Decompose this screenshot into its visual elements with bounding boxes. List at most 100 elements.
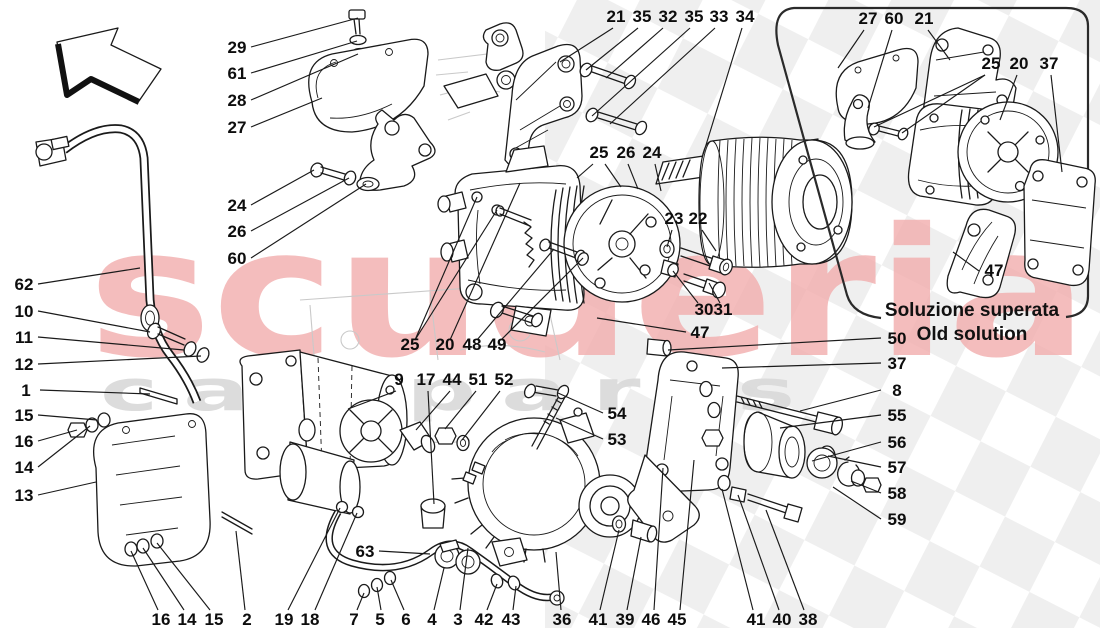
callout-15: 15: [205, 610, 224, 628]
callout-55: 55: [888, 406, 907, 425]
callout-11: 11: [15, 328, 33, 347]
inset-bracket-47: [946, 208, 1017, 299]
callout-61: 61: [228, 64, 247, 83]
leader-line: [1050, 74, 1063, 173]
leader-line: [427, 390, 435, 505]
leader-line: [250, 183, 367, 259]
leader-line: [701, 27, 743, 159]
leader-line: [250, 40, 358, 74]
battery-cable-drawing: [35, 124, 202, 404]
belt-and-pulley-drum: [655, 136, 853, 268]
callout-12: 12: [15, 355, 34, 374]
callout-62: 62: [15, 275, 34, 294]
compressor-pulley: [550, 185, 681, 304]
callout-44: 44: [443, 370, 462, 389]
leader-line: [250, 53, 359, 101]
leader-line: [37, 267, 141, 285]
leader-line: [486, 583, 498, 611]
leader-line: [37, 481, 97, 496]
leader-line: [512, 585, 517, 611]
leader-line: [605, 27, 664, 79]
callout-27: 27: [859, 9, 878, 28]
callout-37: 37: [888, 354, 907, 373]
callout-23: 23: [665, 209, 684, 228]
leader-line: [721, 488, 754, 611]
leader-line: [433, 567, 445, 611]
callout-39: 39: [616, 610, 635, 628]
alternator-drawing: [451, 383, 642, 567]
starter-cable-drawing: [325, 510, 565, 606]
leader-line: [142, 547, 185, 611]
callout-36: 36: [553, 610, 572, 628]
leader-line: [356, 592, 365, 611]
callout-5: 5: [375, 610, 384, 628]
terminal-hardware: [399, 421, 470, 529]
callout-40: 40: [773, 610, 792, 628]
callout-3: 3: [453, 610, 462, 628]
callout-22: 22: [689, 209, 708, 228]
leader-line: [627, 163, 639, 190]
leader-line: [604, 163, 622, 188]
callout-18: 18: [301, 610, 320, 628]
leader-line: [555, 417, 604, 440]
callout-59: 59: [888, 510, 907, 529]
leader-line: [37, 425, 91, 468]
callout-16: 16: [15, 432, 34, 451]
callout-21: 21: [607, 7, 626, 26]
callout-60: 60: [228, 249, 247, 268]
small-fasteners-left: [67, 322, 210, 438]
leader-line: [414, 196, 478, 341]
inset-caption-italian: Soluzione superata: [885, 300, 1060, 321]
direction-arrow-icon: [55, 27, 162, 105]
callout-33: 33: [710, 7, 729, 26]
callout-38: 38: [799, 610, 818, 628]
leader-line: [500, 257, 584, 341]
leader-line: [37, 310, 151, 333]
callout-45: 45: [668, 610, 687, 628]
callout-31: 31: [714, 300, 733, 319]
callout-47: 47: [985, 261, 1004, 280]
leader-line: [999, 74, 1018, 121]
bolt-48-49: [489, 252, 589, 328]
upper-shield-group: [308, 9, 436, 192]
leader-line: [130, 550, 159, 611]
callout-10: 10: [15, 302, 34, 321]
leader-line: [837, 29, 865, 69]
callout-25: 25: [401, 335, 420, 354]
inset-fork-60: [843, 94, 876, 150]
leader-line: [626, 536, 642, 611]
leader-line: [591, 27, 691, 117]
leader-line: [376, 586, 382, 611]
callout-1: 1: [21, 381, 30, 400]
callout-48: 48: [463, 335, 482, 354]
leader-line: [867, 29, 893, 109]
idler-roller: [743, 411, 806, 479]
leader-line: [799, 389, 882, 412]
callout-8: 8: [892, 381, 901, 400]
leader-line: [449, 182, 521, 341]
callout-57: 57: [888, 458, 907, 477]
leader-line: [737, 494, 780, 611]
callout-30: 30: [695, 300, 714, 319]
leader-line: [415, 390, 451, 431]
leader-line: [901, 74, 986, 134]
callout-49: 49: [488, 335, 507, 354]
leader-line: [596, 317, 687, 333]
callout-51: 51: [469, 370, 488, 389]
callout-43: 43: [502, 610, 521, 628]
leader-line: [37, 355, 202, 365]
callout-14: 14: [15, 458, 34, 477]
bolt-cluster-right-of-compressor: [659, 239, 733, 299]
leader-line: [599, 529, 620, 611]
leader-line: [559, 27, 614, 63]
callout-50: 50: [888, 329, 907, 348]
cable-clamps-63: [434, 539, 481, 575]
callout-25: 25: [590, 143, 609, 162]
leader-line: [476, 248, 555, 341]
leader-line: [555, 551, 562, 611]
leader-line: [667, 337, 882, 351]
leader-line: [557, 392, 604, 414]
top-bracket-drawing: [443, 22, 648, 169]
leader-line: [37, 429, 78, 442]
